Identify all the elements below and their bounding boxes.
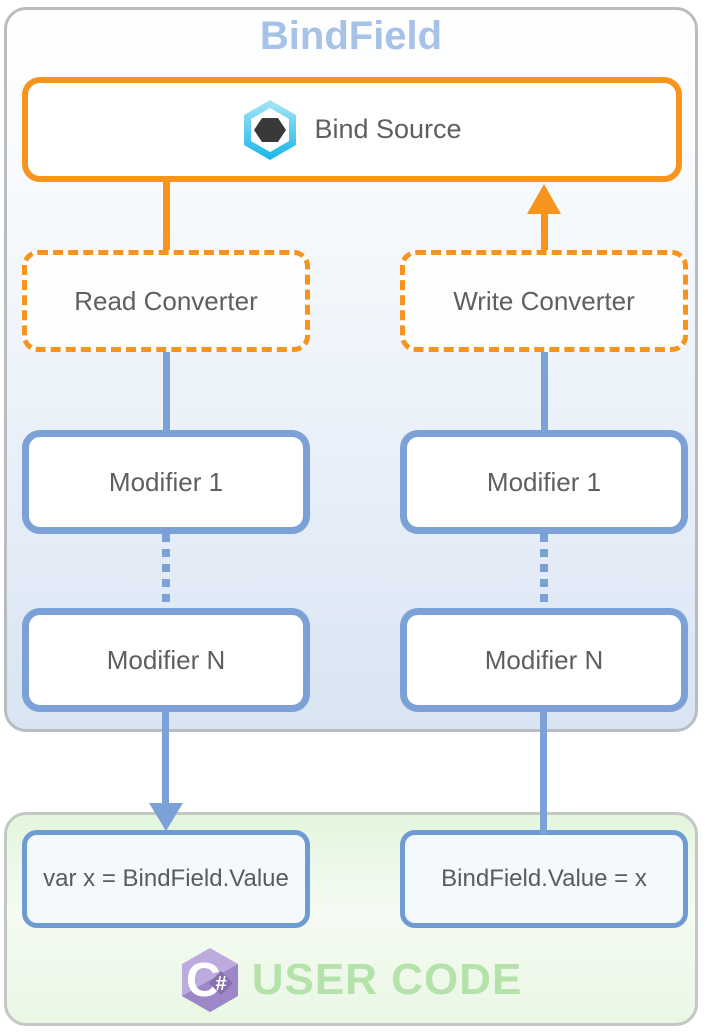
read-statement-node: var x = BindField.Value: [22, 830, 310, 928]
read-modifier-last-label: Modifier N: [106, 644, 226, 675]
read-statement-label: var x = BindField.Value: [43, 865, 289, 892]
user-code-footer: C # USER CODE: [7, 945, 695, 1015]
bindfield-panel: BindField: [4, 7, 698, 732]
write-modifier-first-label: Modifier 1: [486, 466, 602, 497]
bind-source-label: Bind Source: [314, 114, 462, 144]
read-chain-ellipsis-connector: [162, 534, 170, 608]
write-modifier-first-node: Modifier 1: [400, 430, 688, 534]
write-chain-ellipsis-connector: [540, 534, 548, 608]
user-code-panel: var x = BindField.Value BindField.Value …: [4, 812, 698, 1026]
read-converter-to-modifier-line: [163, 352, 170, 430]
svg-text:#: #: [215, 973, 226, 995]
write-flow-arrow-shaft: [541, 214, 548, 250]
read-modifier-first-node: Modifier 1: [22, 430, 310, 534]
read-modifier-first-label: Modifier 1: [108, 466, 224, 497]
read-output-arrowhead-down-icon: [149, 803, 183, 831]
csharp-logo-icon: C #: [180, 947, 240, 1013]
write-input-line: [540, 712, 547, 834]
user-code-label: USER CODE: [251, 955, 523, 1004]
asset-hexagon-icon: [242, 99, 298, 161]
read-output-arrow-shaft: [162, 712, 169, 804]
write-converter-label: Write Converter: [453, 285, 635, 316]
write-statement-node: BindField.Value = x: [400, 830, 688, 928]
write-flow-arrowhead-up-icon: [527, 184, 561, 214]
write-modifier-last-label: Modifier N: [484, 644, 604, 675]
write-converter-to-modifier-line: [541, 352, 548, 430]
diagram-title: BindField: [259, 14, 443, 58]
read-flow-line: [163, 182, 170, 250]
write-converter-node: Write Converter: [400, 250, 688, 352]
bind-source-node: Bind Source: [22, 77, 682, 182]
write-statement-label: BindField.Value = x: [441, 865, 647, 892]
read-modifier-last-node: Modifier N: [22, 608, 310, 712]
read-converter-node: Read Converter: [22, 250, 310, 352]
read-converter-label: Read Converter: [74, 285, 258, 316]
write-modifier-last-node: Modifier N: [400, 608, 688, 712]
